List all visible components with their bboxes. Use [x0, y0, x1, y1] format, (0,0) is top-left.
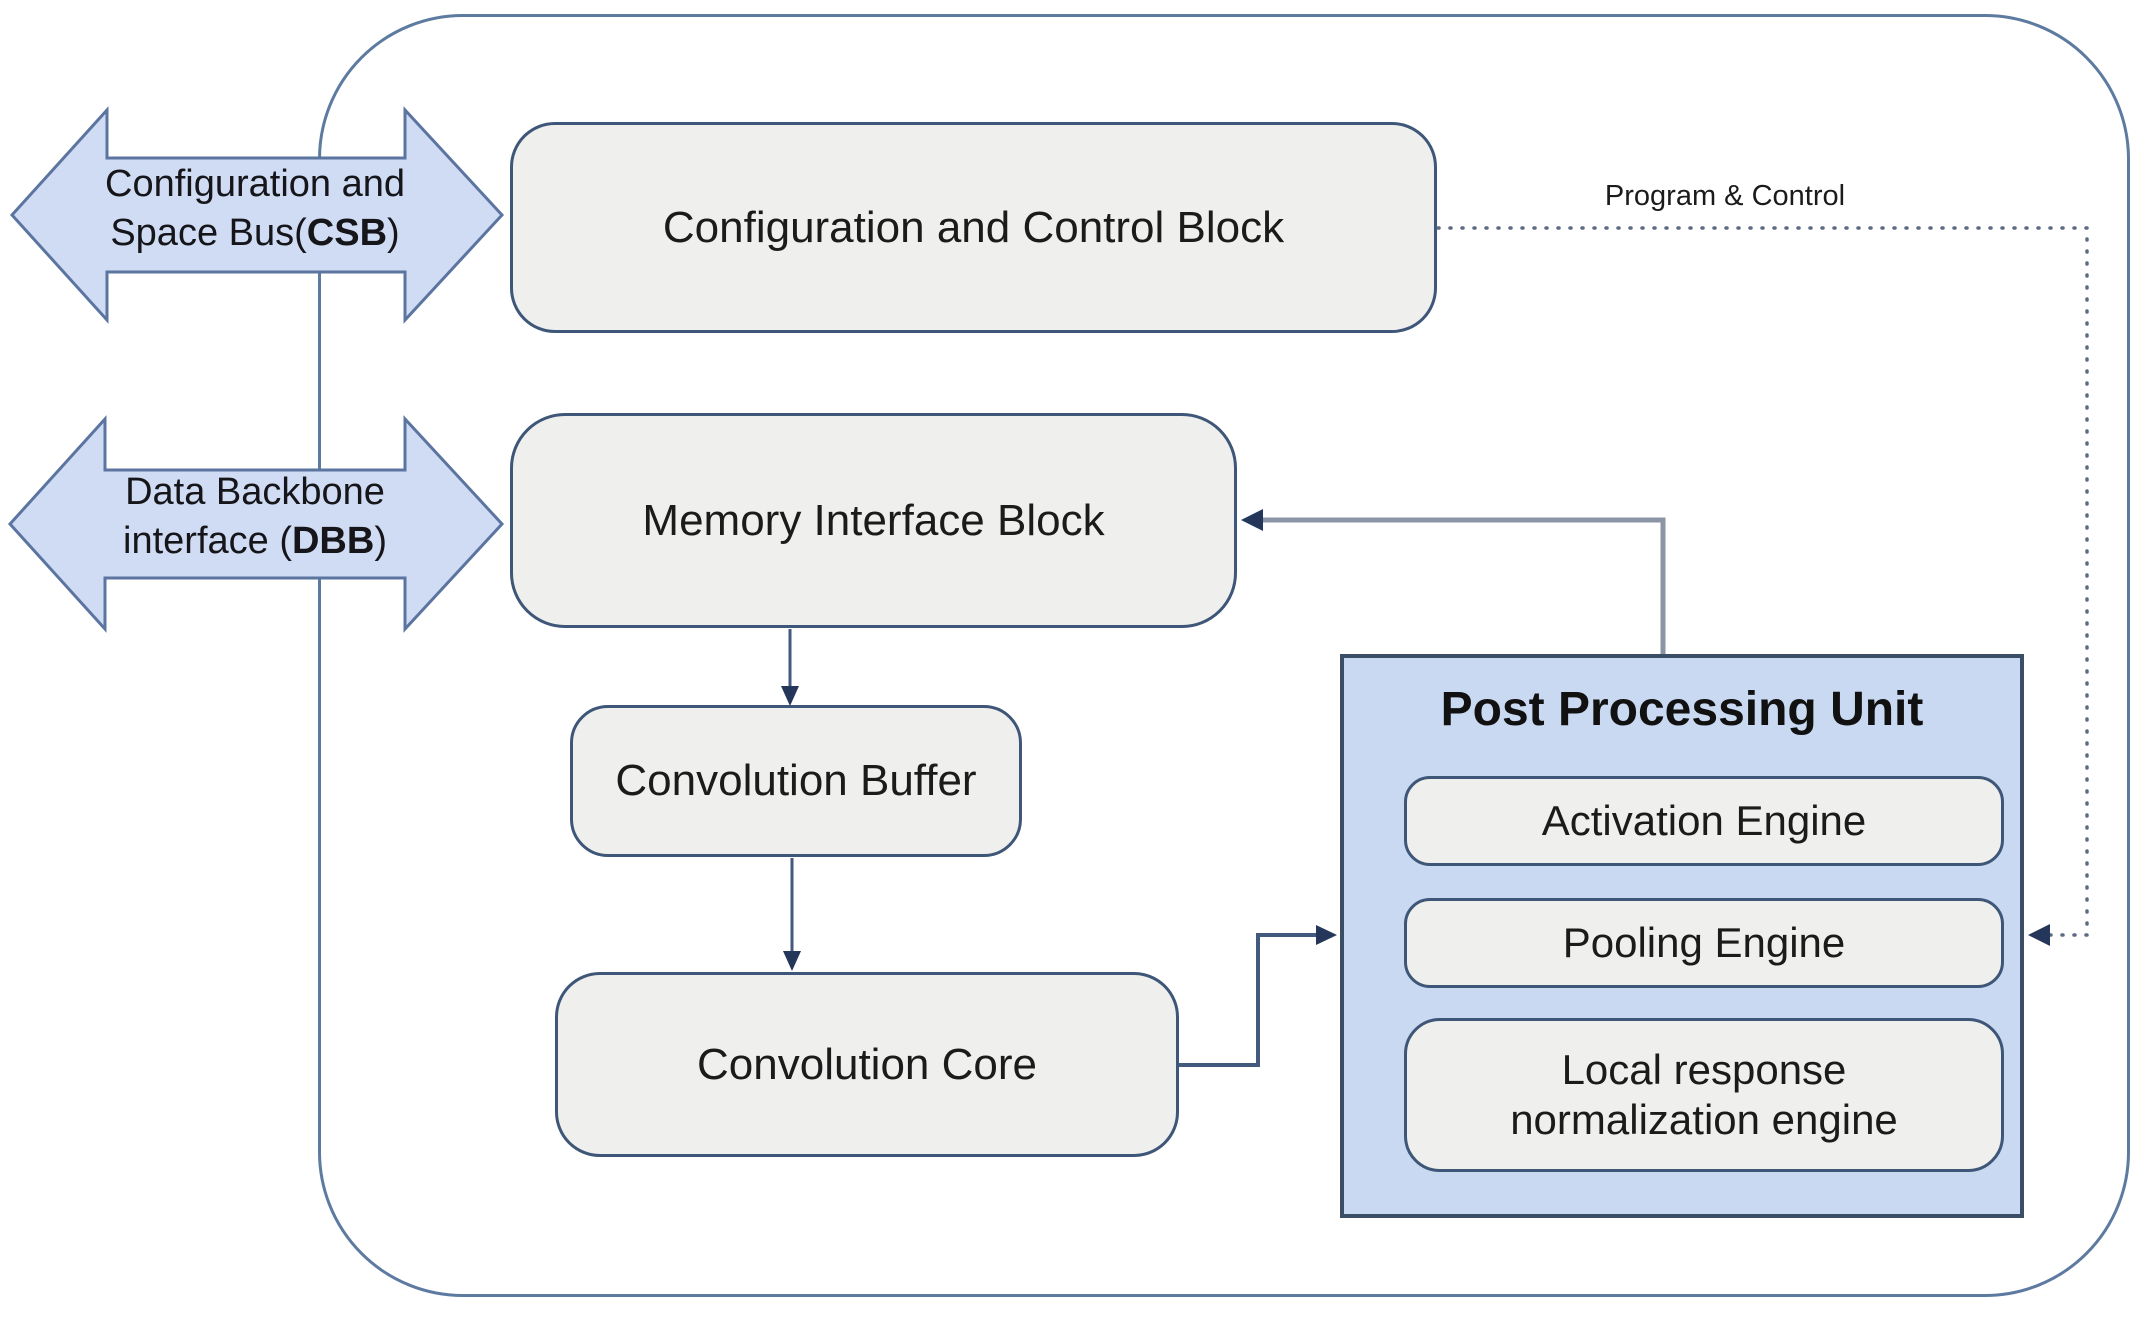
program-control-label: Program & Control	[1604, 180, 1846, 212]
convolution-core-label: Convolution Core	[697, 1039, 1037, 1089]
activation-engine-label: Activation Engine	[1541, 796, 1867, 844]
csb-bus-label-line2: Space Bus(CSB)	[110, 212, 400, 254]
memory-interface-block: Memory Interface Block	[510, 413, 1237, 628]
dbb-bus-label-line1: Data Backbone	[125, 471, 385, 513]
convolution-buffer-label: Convolution Buffer	[615, 756, 977, 806]
pooling-engine-label: Pooling Engine	[1562, 918, 1846, 966]
dbb-bus-label: Data Backbone interface (DBB)	[40, 468, 470, 566]
activation-engine-block: Activation Engine	[1404, 776, 2004, 866]
csb-bus-label: Configuration and Space Bus(CSB)	[40, 160, 470, 258]
pooling-engine-block: Pooling Engine	[1404, 898, 2004, 988]
post-processing-unit: Post Processing Unit Activation Engine P…	[1340, 654, 2024, 1218]
config-control-block: Configuration and Control Block	[510, 122, 1437, 333]
convolution-buffer-block: Convolution Buffer	[570, 705, 1022, 857]
post-processing-unit-title: Post Processing Unit	[1440, 683, 1924, 736]
memory-interface-block-label: Memory Interface Block	[642, 495, 1105, 545]
dbb-bus-label-line2: interface (DBB)	[123, 520, 387, 562]
local-response-normalization-label: Local response normalization engine	[1510, 1045, 1898, 1143]
config-control-block-label: Configuration and Control Block	[662, 202, 1285, 252]
convolution-core-block: Convolution Core	[555, 972, 1179, 1157]
csb-bus-label-line1: Configuration and	[105, 163, 405, 205]
local-response-normalization-block: Local response normalization engine	[1404, 1018, 2004, 1172]
